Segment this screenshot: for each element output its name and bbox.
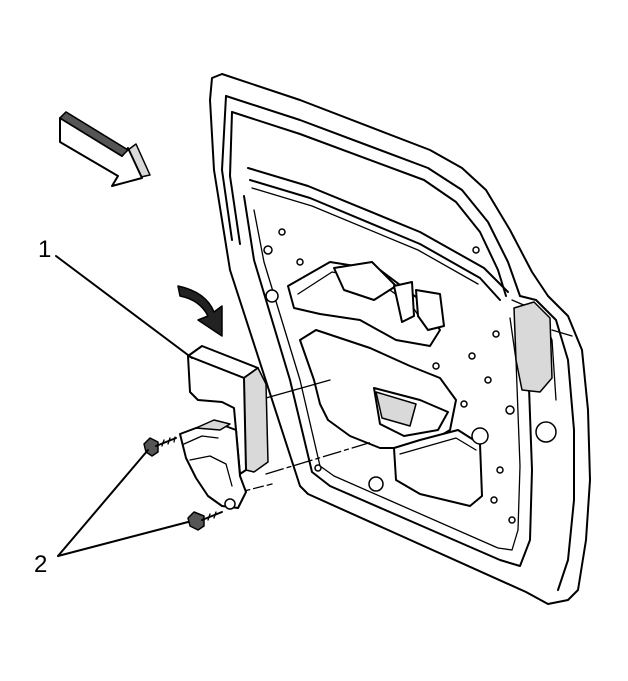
door-assembly [209,73,591,605]
screw-upper [143,436,177,457]
callout-1-leader [55,255,193,359]
install-direction-arrow-icon [177,285,223,337]
callout-2-leader-upper [57,449,149,557]
insulator-block [187,345,269,475]
callout-1-label: 1 [38,236,51,263]
callout-2-label: 2 [34,551,47,578]
mounting-bracket [179,419,247,510]
screw-lower [187,511,223,531]
callout-2-leader-lower [57,521,189,557]
view-direction-arrow-icon [59,111,151,187]
